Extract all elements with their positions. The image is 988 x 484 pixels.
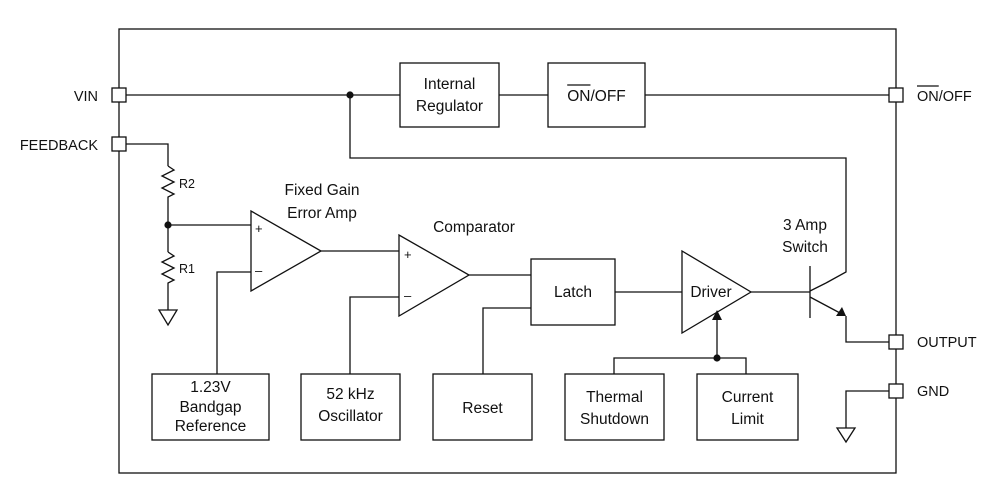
ground-symbol-gnd <box>835 427 857 444</box>
switch-label-line2: Switch <box>782 239 828 256</box>
error-amp-label-line2: Error Amp <box>287 205 357 222</box>
switch-label-line1: 3 Amp <box>783 217 827 234</box>
bandgap-line1: 1.23V <box>190 379 231 396</box>
latch-block <box>530 258 616 326</box>
output-pin <box>888 334 904 350</box>
thermal-shutdown-line1: Thermal <box>586 389 643 406</box>
bandgap-line2: Bandgap <box>179 399 241 416</box>
internal-regulator-line1: Internal <box>424 76 476 93</box>
ground-symbol-divider <box>157 309 179 327</box>
gnd-label: GND <box>917 384 949 400</box>
on-off-block <box>547 62 646 128</box>
internal-regulator-line2: Regulator <box>416 98 483 115</box>
internal-regulator-block <box>399 62 500 128</box>
feedback-label: FEEDBACK <box>20 138 98 154</box>
gnd-pin <box>888 383 904 399</box>
thermal-shutdown-block <box>564 373 665 441</box>
r2-label: R2 <box>179 177 195 191</box>
oscillator-line1: 52 kHz <box>326 386 374 403</box>
oscillator-to-comparator-wire <box>349 296 399 374</box>
on-off-pin <box>888 87 904 103</box>
current-limit-line1: Current <box>722 389 774 406</box>
error-amp-plus: + <box>255 221 263 236</box>
on-off-pin-label: ON/OFF <box>917 89 972 105</box>
comparator-minus: – <box>404 288 412 303</box>
switch-collector <box>809 282 827 292</box>
error-amp-label-line1: Fixed Gain <box>285 182 360 199</box>
vin-label: VIN <box>74 89 98 105</box>
on-off-block-label: ON/OFF <box>567 88 626 105</box>
error-amp-minus: – <box>255 263 263 278</box>
driver-label: Driver <box>690 284 731 301</box>
reset-to-latch-wire <box>482 307 531 374</box>
switch-emitter <box>809 296 841 314</box>
r1-label: R1 <box>179 262 195 276</box>
emitter-to-output-wire <box>845 316 889 343</box>
r2-resistor <box>160 165 176 252</box>
oscillator-line2: Oscillator <box>318 408 383 425</box>
comparator-label: Comparator <box>433 219 515 236</box>
oscillator-block <box>300 373 401 441</box>
gnd-wire <box>845 390 889 428</box>
current-limit-line2: Limit <box>731 411 764 428</box>
feedback-pin <box>111 136 127 152</box>
bandgap-reference-block <box>151 373 270 441</box>
reset-label: Reset <box>462 400 503 417</box>
comparator-plus: + <box>404 247 412 262</box>
error-amp-triangle <box>250 209 323 293</box>
protection-bus-wire <box>613 357 747 374</box>
output-label: OUTPUT <box>917 335 977 351</box>
r1-resistor <box>160 251 176 310</box>
protection-arrow <box>712 310 722 320</box>
vin-pin <box>111 87 127 103</box>
reset-block <box>432 373 533 441</box>
feedback-wire <box>126 143 169 166</box>
current-limit-block <box>696 373 799 441</box>
bandgap-to-amp-wire <box>216 271 251 374</box>
bandgap-line3: Reference <box>175 418 247 435</box>
vin-to-collector-wire <box>349 95 847 284</box>
comparator-triangle <box>398 233 471 318</box>
switch-emitter-arrow <box>836 307 846 316</box>
latch-label: Latch <box>554 284 592 301</box>
thermal-shutdown-line2: Shutdown <box>580 411 649 428</box>
